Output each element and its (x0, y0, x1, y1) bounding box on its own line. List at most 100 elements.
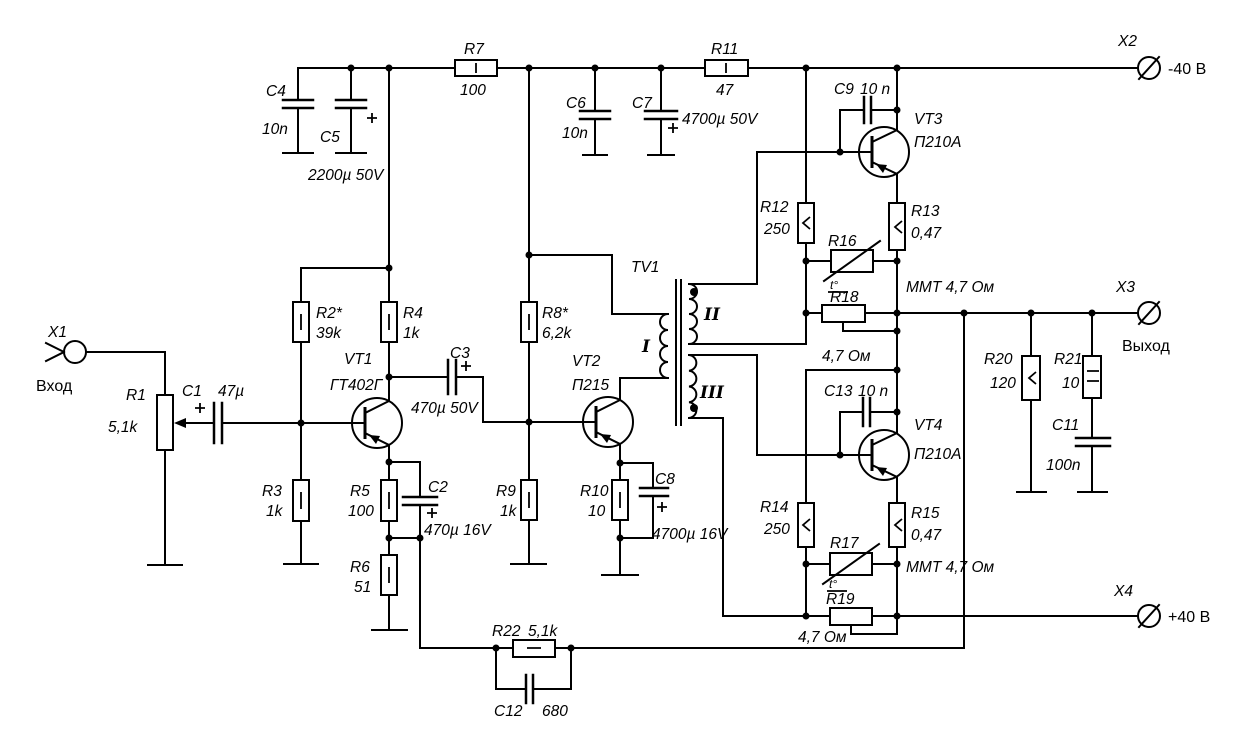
R12-value: 250 (763, 221, 790, 238)
R19-ref: R19 (826, 591, 855, 608)
R17-ref: R17 (830, 535, 860, 552)
C5-value: 2200µ 50V (307, 167, 385, 184)
winding-II-label: II (703, 305, 721, 325)
R21-ref: R21 (1054, 351, 1082, 368)
R19-value: 4,7 Ом (798, 629, 847, 646)
R15-value: 0,47 (911, 527, 943, 544)
transistor-VT2 (582, 396, 634, 448)
C7-ref: C7 (632, 95, 653, 112)
R13-ref: R13 (911, 203, 940, 220)
VT3-ref: VT3 (914, 111, 943, 128)
R2-ref: R2* (316, 305, 343, 322)
R12-ref: R12 (760, 199, 789, 216)
VT2-ref: VT2 (572, 353, 601, 370)
C12-value: 680 (542, 703, 568, 720)
R14-value: 250 (763, 521, 790, 538)
C4-ref: C4 (266, 83, 286, 100)
R17-value: ММТ 4,7 Ом (906, 559, 995, 576)
R18-ref: R18 (830, 289, 859, 306)
C13-ref: C13 (824, 383, 853, 400)
R8-ref: R8* (542, 305, 569, 322)
transistor-VT4 (858, 429, 910, 481)
R16-ref: R16 (828, 233, 857, 250)
R10-value: 10 (588, 503, 606, 520)
wiper-arrow-icon (174, 418, 186, 428)
resistor-R1-potentiometer (156, 394, 174, 451)
junction-dots (297, 64, 1096, 652)
C6-ref: C6 (566, 95, 586, 112)
terminal-X4-ref: X4 (1113, 583, 1133, 600)
VT4-ref: VT4 (914, 417, 943, 434)
capacitor-plates (212, 95, 1112, 705)
terminal-X2 (1137, 55, 1161, 81)
R3-value: 1k (266, 503, 284, 520)
R16-temp-mark: t° (830, 278, 838, 292)
VT4-type: П210А (914, 446, 961, 463)
R14-ref: R14 (760, 499, 789, 516)
R11-ref: R11 (711, 41, 738, 58)
terminal-X1-ref: X1 (47, 324, 67, 341)
R17-temp-mark: t° (829, 577, 837, 591)
transistor-VT1 (351, 397, 403, 449)
R2-value: 39k (316, 325, 342, 342)
C9-value: 10 n (860, 81, 890, 98)
C9-ref: C9 (834, 81, 854, 98)
VT1-ref: VT1 (344, 351, 372, 368)
R5-value: 100 (348, 503, 374, 520)
VT3-type: П210А (914, 134, 961, 151)
R22-value: 5,1k (528, 623, 559, 640)
C3-value: 470µ 50V (411, 400, 479, 417)
R22-ref: R22 (492, 623, 521, 640)
terminal-X3-label: Выход (1122, 338, 1171, 355)
terminal-X3-ref: X3 (1115, 279, 1135, 296)
C11-ref: C11 (1052, 417, 1079, 434)
R1-value: 5,1k (108, 419, 139, 436)
winding-I-label: I (641, 337, 651, 357)
winding-II-polarity-dot (690, 288, 698, 296)
C6-value: 10n (562, 125, 588, 142)
VT1-type: ГТ402Г (330, 377, 384, 394)
R8-value: 6,2k (542, 325, 573, 342)
R9-value: 1k (500, 503, 518, 520)
R6-ref: R6 (350, 559, 370, 576)
C2-ref: C2 (428, 479, 448, 496)
R7-ref: R7 (464, 41, 485, 58)
R21-value: 10 (1062, 375, 1080, 392)
R1-ref: R1 (126, 387, 146, 404)
terminal-X2-label: -40 В (1168, 61, 1206, 78)
labels: X1 Вход X2 -40 В X3 Выход X4 +40 В VT1 Г… (36, 33, 1210, 720)
transistors-symbols (351, 126, 910, 481)
transistor-VT3 (858, 126, 910, 178)
R20-ref: R20 (984, 351, 1013, 368)
transformer-TV1 (659, 279, 698, 426)
R18-value: 4,7 Ом (822, 348, 871, 365)
R16-value: ММТ 4,7 Ом (906, 279, 995, 296)
terminal-X4 (1137, 603, 1161, 629)
terminal-X1 (44, 340, 87, 364)
terminals (44, 55, 1161, 629)
C11-value: 100n (1046, 457, 1080, 474)
C4-value: 10n (262, 121, 288, 138)
R7-value: 100 (460, 82, 486, 99)
C7-value: 4700µ 50V (682, 111, 759, 128)
R9-ref: R9 (496, 483, 516, 500)
C2-value: 470µ 16V (424, 522, 492, 539)
R10-ref: R10 (580, 483, 609, 500)
R15-ref: R15 (911, 505, 940, 522)
terminal-X2-ref: X2 (1117, 33, 1137, 50)
C5-ref: C5 (320, 129, 340, 146)
terminal-X3 (1137, 300, 1161, 326)
R20-value: 120 (990, 375, 1016, 392)
C8-ref: C8 (655, 471, 675, 488)
terminal-X4-label: +40 В (1168, 609, 1210, 626)
R13-value: 0,47 (911, 225, 943, 242)
C8-value: 4700µ 16V (652, 526, 729, 543)
TV1-ref: TV1 (631, 259, 659, 276)
winding-III-label: III (699, 383, 725, 403)
VT2-type: П215 (572, 377, 609, 394)
R4-value: 1k (403, 325, 421, 342)
C1-ref: C1 (182, 383, 202, 400)
C1-value: 47µ (218, 383, 244, 400)
R5-ref: R5 (350, 483, 370, 500)
